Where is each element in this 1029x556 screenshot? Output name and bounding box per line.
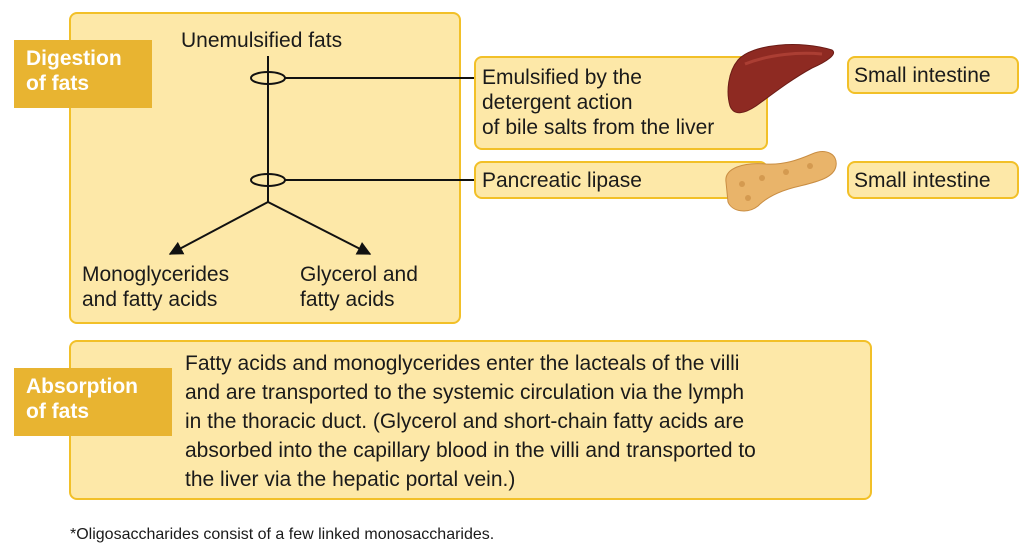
absorption-line: absorbed into the capillary blood in the… (185, 439, 756, 462)
product-right-line1: Glycerol and (300, 263, 418, 286)
arrow-to-monoglycerides (168, 201, 269, 255)
absorption-label-line1: Absorption (26, 375, 138, 398)
site-label-1: Small intestine (854, 64, 991, 87)
product-left-line1: Monoglycerides (82, 263, 230, 286)
product-right-line2: fatty acids (300, 288, 395, 311)
digestion-label-line2: of fats (26, 72, 89, 95)
absorption-line: and are transported to the systemic circ… (185, 381, 745, 404)
emulsification-line2: detergent action (482, 91, 633, 114)
liver-icon (727, 44, 834, 114)
pancreas-icon (725, 151, 837, 212)
site-box-2 (847, 161, 1019, 199)
product-left-line2: and fatty acids (82, 288, 218, 311)
absorption-line: the liver via the hepatic portal vein.) (185, 468, 516, 491)
product-glycerol: Glycerol and fatty acids (300, 262, 418, 312)
arrow-to-glycerol (267, 201, 372, 255)
lipase-text: Pancreatic lipase (482, 169, 642, 192)
emulsification-box (474, 56, 768, 150)
unemulsified-fats: Unemulsified fats (181, 29, 343, 52)
emulsification-line1: Emulsified by the (482, 66, 642, 89)
absorption-text: Fatty acids and monoglycerides enter the… (185, 349, 756, 494)
absorption-label-line2: of fats (26, 400, 89, 423)
site-label-2: Small intestine (854, 169, 991, 192)
site-box-1 (847, 56, 1019, 94)
absorption-line: in the thoracic duct. (Glycerol and shor… (185, 410, 745, 433)
product-monoglycerides: Monoglycerides and fatty acids (82, 262, 229, 312)
emulsification-text: Emulsified by the detergent action of bi… (482, 65, 714, 140)
digestion-label-line1: Digestion (26, 47, 122, 70)
footnote: *Oligosaccharides consist of a few linke… (70, 526, 495, 543)
emulsification-line3: of bile salts from the liver (482, 116, 715, 139)
digestion-label: Digestion of fats (14, 40, 152, 108)
absorption-line: Fatty acids and monoglycerides enter the… (185, 352, 740, 375)
absorption-label: Absorption of fats (14, 368, 172, 436)
